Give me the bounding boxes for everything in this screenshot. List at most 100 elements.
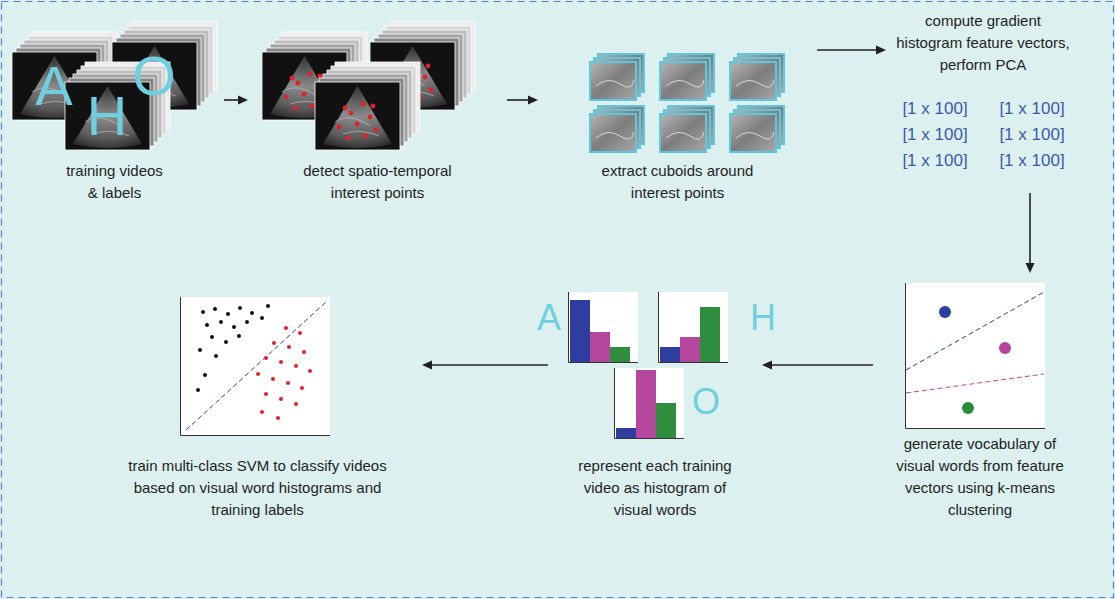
arrow-line: [507, 99, 530, 101]
arrow-line: [224, 99, 240, 101]
svm-plot-part-part: [298, 331, 302, 335]
word-histograms-part: [656, 403, 676, 438]
svm-plot-part-part: [272, 341, 276, 345]
cluster-plot-part: [962, 402, 974, 414]
svm-plot-part: [196, 304, 270, 392]
vector-size: [1 x 100]: [902, 100, 967, 117]
svm-plot-part-part: [294, 364, 298, 368]
process-step: train multi-class SVM to classify videos…: [100, 285, 415, 521]
word-histograms-part: [660, 347, 680, 362]
arrow-head: [528, 96, 538, 105]
interest-point-stacks-part: [315, 62, 420, 150]
cuboids-part: [730, 54, 784, 100]
vector-size: [1 x 100]: [902, 126, 967, 143]
svm-plot-part: [256, 326, 312, 420]
word-histograms-part: [568, 292, 638, 362]
svm-plot-part-part: [284, 326, 288, 330]
process-step: generate vocabulary of visual words from…: [880, 280, 1080, 521]
svm-plot-part-part: [201, 310, 205, 314]
cluster-plot-part: [939, 306, 951, 318]
svm-plot-part-part: [196, 388, 200, 392]
video-stacks: [12, 22, 217, 150]
svm-plot-part-part: [279, 360, 283, 364]
svm-plot-part: [186, 302, 326, 430]
cluster-plot-part: [906, 283, 1046, 429]
cluster-plot: [905, 283, 1045, 429]
histogram-letter: A: [537, 300, 561, 336]
arrow-line: [1029, 193, 1031, 265]
svm-plot-part-part: [264, 356, 268, 360]
svm-plot-part-part: [203, 373, 207, 377]
histogram-letter: O: [692, 384, 720, 420]
cluster-plot-part: [905, 283, 1045, 428]
svm-plot-part-part: [224, 340, 228, 344]
svm-plot-part: [181, 297, 331, 436]
svm-plot-part-part: [214, 354, 218, 358]
step-caption: training videos & labels: [60, 160, 170, 204]
interest-point-stacks: [262, 22, 475, 150]
histogram-letter: H: [750, 300, 776, 336]
flow-arrow: [507, 96, 538, 105]
cuboids-part: [660, 106, 714, 152]
arrow-head: [762, 361, 772, 370]
word-histograms-part: [614, 368, 684, 438]
svm-plot-part-part: [219, 320, 223, 324]
word-histograms-part: [590, 332, 610, 362]
svm-plot-part-part: [213, 307, 217, 311]
cluster-plot-part: [999, 342, 1011, 354]
word-histograms: [568, 292, 728, 439]
word-histograms-part: [616, 428, 636, 438]
word-histograms-part: [636, 370, 656, 438]
svm-plot-part-part: [210, 335, 214, 339]
flow-arrow: [224, 96, 248, 105]
word-histograms-part: [615, 368, 685, 439]
svm-plot-part-part: [256, 372, 260, 376]
vector-size: [1 x 100]: [999, 152, 1064, 169]
svm-plot-part-part: [245, 320, 249, 324]
cuboids-part: [590, 54, 644, 100]
arrow-line: [817, 49, 878, 51]
cuboids-part: [590, 106, 644, 152]
svm-plot-part-part: [232, 325, 236, 329]
svm-plot-part-part: [308, 369, 312, 373]
step-caption: represent each training video as histogr…: [568, 455, 743, 521]
svm-plot-part-part: [276, 416, 280, 420]
svm-plot-part-part: [238, 306, 242, 310]
video-letter: A: [35, 58, 72, 114]
word-histograms-part: [658, 292, 728, 362]
video-letter: O: [132, 48, 176, 104]
cuboids-part: [660, 54, 714, 100]
arrow-head: [238, 96, 248, 105]
process-step: extract cuboids around interest points: [545, 8, 810, 204]
svm-plot-part-part: [260, 316, 264, 320]
flow-arrow: [422, 361, 548, 370]
word-histograms-part: [680, 337, 700, 362]
svm-plot-part-part: [300, 386, 304, 390]
svm-plot-part-part: [287, 345, 291, 349]
arrow-head: [422, 361, 432, 370]
word-histograms-part: [659, 292, 729, 363]
arrow-line: [770, 364, 873, 366]
svm-plot-part-part: [264, 392, 268, 396]
step-caption: detect spatio-temporal interest points: [288, 160, 468, 204]
word-histograms-part: [570, 300, 590, 362]
svm-plot: [180, 297, 330, 436]
cuboids: [590, 54, 784, 152]
word-histograms-part: [610, 347, 630, 362]
svm-plot-part-part: [250, 311, 254, 315]
flow-arrow: [817, 46, 886, 55]
cluster-plot-part: [906, 292, 1044, 370]
arrow-head: [1026, 263, 1035, 273]
word-histograms-part: [700, 307, 720, 362]
flow-arrow: [1026, 193, 1035, 273]
process-step: detect spatio-temporal interest points: [255, 8, 500, 204]
svm-plot-part-part: [205, 323, 209, 327]
svm-plot-part: [180, 297, 330, 435]
svm-plot-part-part: [266, 304, 270, 308]
svm-plot-part-part: [294, 402, 298, 406]
vector-size: [1 x 100]: [999, 126, 1064, 143]
step-caption: generate vocabulary of visual words from…: [885, 433, 1075, 521]
